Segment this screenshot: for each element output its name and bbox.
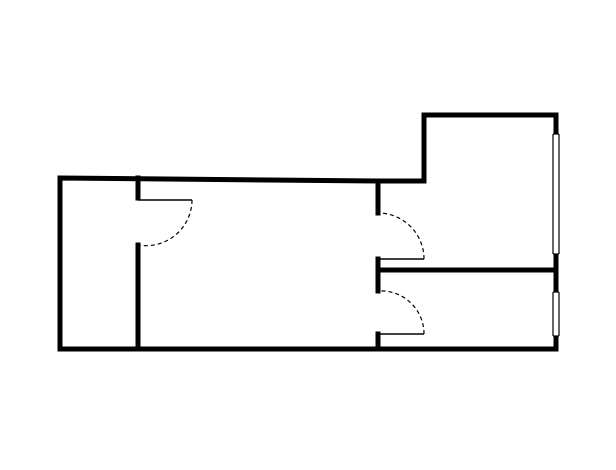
windows <box>552 133 560 337</box>
doors <box>137 199 425 335</box>
door-swing-arc <box>377 212 425 260</box>
lower-right-room <box>378 270 556 349</box>
door-swing-arc <box>377 290 425 335</box>
door-lower-right-room <box>377 290 425 335</box>
central-room <box>138 181 378 349</box>
outer-wall <box>57 112 559 352</box>
walls <box>57 112 559 352</box>
window-upper-right <box>552 133 560 255</box>
door-swing-arc <box>137 199 193 247</box>
door-central-room <box>137 199 193 247</box>
window-lower-right <box>552 291 560 337</box>
door-upper-right-room <box>377 212 425 260</box>
upper-right-room <box>378 115 556 270</box>
rooms <box>62 115 556 349</box>
left-narrow-room <box>62 179 138 349</box>
